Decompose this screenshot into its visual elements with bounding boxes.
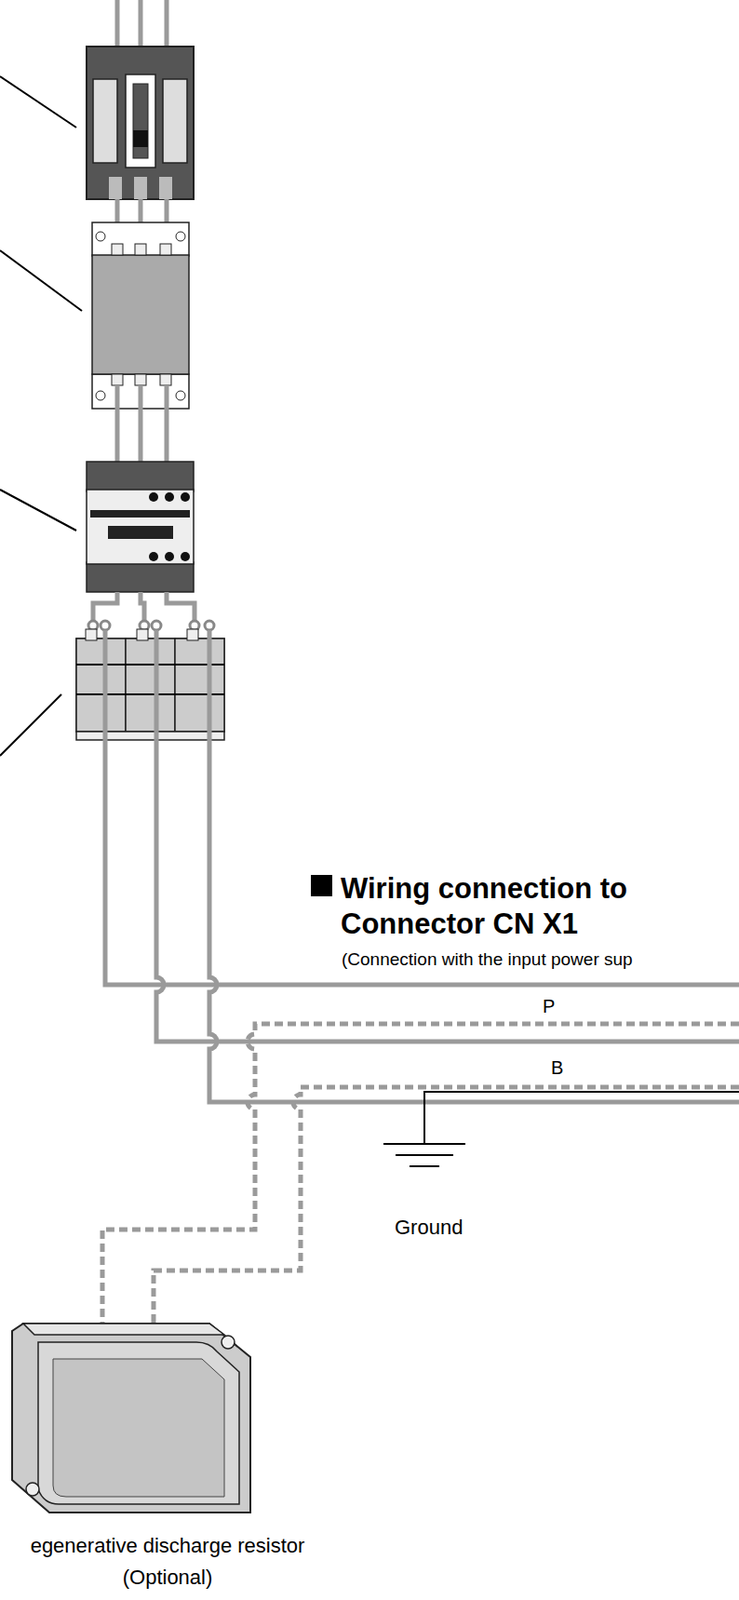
terminal-label: B: [550, 1057, 564, 1079]
magnetic-contactor: [0, 461, 194, 592]
wires: [117, 385, 167, 466]
power-wires: [100, 620, 739, 1102]
ground-label: Ground: [394, 1215, 463, 1240]
terminal-block: [0, 629, 225, 756]
circuit-breaker: [0, 46, 194, 200]
noise-filter: [0, 222, 189, 409]
resistor-symbol: [10, 1321, 255, 1519]
subheading: (Connection with the input power sup: [341, 949, 633, 970]
terminal-label: P: [542, 995, 555, 1018]
resistor-unit: egenerative discharge resistor(Optional): [1, 1321, 334, 1594]
section-heading: Wiring connection to Connector CN X1: [340, 871, 713, 942]
heading-bullet: [310, 874, 333, 897]
regen-wires: [102, 1023, 739, 1373]
part-note: (Optional): [1, 1561, 334, 1594]
ground-symbol: [383, 1091, 739, 1167]
wires: [88, 591, 200, 631]
part-name: egenerative discharge resistor: [1, 1530, 334, 1562]
